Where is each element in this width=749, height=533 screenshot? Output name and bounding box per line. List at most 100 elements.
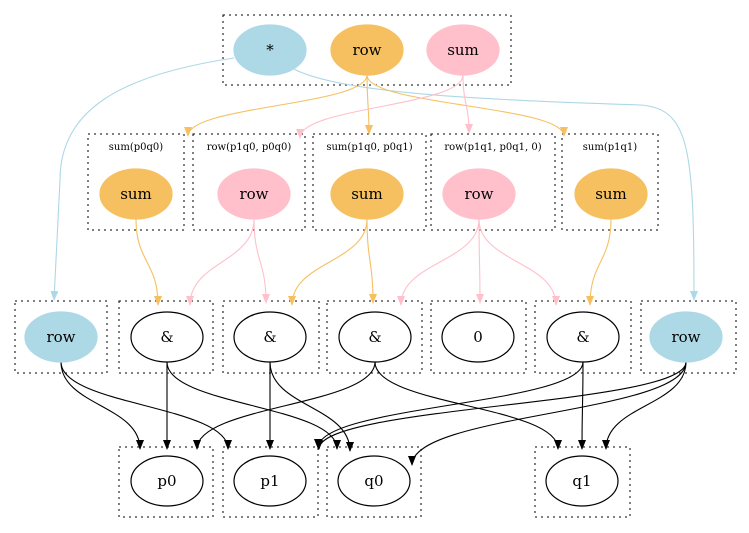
cluster-border (222, 446, 319, 518)
edge-row-right-to-q0 (408, 361, 687, 466)
edges-layer (50, 57, 698, 466)
node-p1: p1 (233, 455, 307, 507)
node-shape (649, 311, 723, 363)
node-shape (337, 455, 411, 507)
node-row-b: row (217, 168, 291, 220)
cluster-and1 (118, 300, 214, 374)
edge-sum-top-to-row-d (462, 74, 473, 134)
cluster-border (118, 300, 214, 374)
edge-sum-c-to-and3 (366, 218, 377, 304)
cluster-top (222, 14, 512, 86)
cluster-and2 (222, 300, 320, 374)
cluster-p1 (222, 446, 319, 518)
cluster-p0 (118, 446, 214, 518)
edge-row-right-to-q1 (602, 361, 687, 450)
node-row-right: row (649, 311, 723, 363)
node-shape (130, 455, 204, 507)
node-and1: & (130, 311, 204, 363)
node-label: & (368, 328, 381, 346)
node-shape (99, 168, 173, 220)
node-star: * (233, 24, 307, 76)
node-and2: & (233, 311, 307, 363)
cluster-border (192, 133, 306, 231)
edge-and4-to-q1 (578, 361, 587, 450)
node-zero: 0 (441, 311, 515, 363)
node-shape (233, 455, 307, 507)
edge-and4-to-q0 (314, 361, 584, 449)
edge-row-top-to-sum-e (366, 74, 568, 137)
edge-sum-e-to-and4 (586, 218, 612, 306)
node-label: row (352, 41, 381, 59)
node-label: q1 (572, 472, 591, 490)
cluster-q1 (534, 446, 631, 518)
node-sum-a: sum (99, 168, 173, 220)
node-label: & (576, 328, 589, 346)
node-shape (441, 311, 515, 363)
edge-row-top-to-sum-a (184, 74, 368, 137)
cluster-label: sum(p1q1) (583, 142, 637, 153)
edge-row-b-to-and2 (253, 218, 270, 304)
clusters-layer: sum(p0q0) row(p1q0, p0q0) sum(p1q0, p0q1) r… (14, 14, 737, 518)
node-row-d: row (442, 168, 516, 220)
cluster-border (222, 14, 512, 86)
node-label: row (464, 185, 493, 203)
node-q1: q1 (545, 455, 619, 507)
edge-and3-to-q1 (374, 361, 562, 450)
node-label: sum (351, 185, 383, 203)
edge-sum-top-to-row-b (296, 74, 464, 139)
node-sum-c: sum (330, 168, 404, 220)
node-and4: & (546, 311, 620, 363)
edge-row-d-to-and3 (397, 218, 480, 306)
edge-row-b-to-and1 (186, 218, 255, 306)
cluster-q0 (326, 446, 422, 518)
cluster-row-p1q0-p0q0: row(p1q0, p0q0) (192, 133, 306, 231)
edge-row-right-to-p1 (315, 361, 687, 450)
node-shape (24, 311, 98, 363)
node-row-left: row (24, 311, 98, 363)
node-label: row (671, 328, 700, 346)
node-label: q0 (364, 472, 383, 490)
node-label: 0 (473, 328, 483, 346)
node-label: sum (447, 41, 479, 59)
edge-star-to-row-left (50, 57, 235, 301)
node-shape (546, 311, 620, 363)
node-shape (574, 168, 648, 220)
edge-sum-c-to-and2 (288, 218, 368, 306)
node-p0: p0 (130, 455, 204, 507)
node-shape (330, 168, 404, 220)
node-shape (130, 311, 204, 363)
node-shape (217, 168, 291, 220)
edge-and3-to-p0 (193, 361, 376, 450)
node-label: p0 (157, 472, 176, 490)
cluster-row-p1q1-p0q1-0: row(p1q1, p0q1, 0) (430, 133, 556, 231)
cluster-border (87, 133, 185, 231)
cluster-label: row(p1q1, p0q1, 0) (444, 142, 541, 153)
cluster-border (534, 446, 631, 518)
edge-row-d-to-and4 (478, 218, 560, 306)
cluster-border (312, 133, 427, 231)
edge-row-d-to-zero (475, 218, 484, 304)
cluster-sum-p0q0: sum(p0q0) (87, 133, 185, 231)
cluster-border (326, 446, 422, 518)
node-shape (338, 311, 412, 363)
cluster-label: sum(p1q0, p0q1) (326, 142, 412, 153)
node-row-top: row (330, 24, 404, 76)
edge-and1-to-q0 (166, 361, 341, 450)
edge-row-left-to-p0 (60, 361, 144, 450)
edge-row-left-to-p1 (60, 361, 232, 450)
node-label: & (160, 328, 173, 346)
cluster-border (222, 300, 320, 374)
node-shape (233, 24, 307, 76)
node-label: sum (120, 185, 152, 203)
node-shape (330, 24, 404, 76)
cluster-label: sum(p0q0) (109, 142, 163, 153)
node-shape (426, 24, 500, 76)
node-label: p1 (260, 472, 279, 490)
node-q0: q0 (337, 455, 411, 507)
edge-sum-a-to-and1 (135, 218, 162, 306)
cluster-label: row(p1q0, p0q0) (207, 142, 292, 153)
node-sum-top: sum (426, 24, 500, 76)
edge-row-top-to-sum-c (364, 74, 373, 135)
cluster-sum-p1q0-p0q1: sum(p1q0, p0q1) (312, 133, 427, 231)
